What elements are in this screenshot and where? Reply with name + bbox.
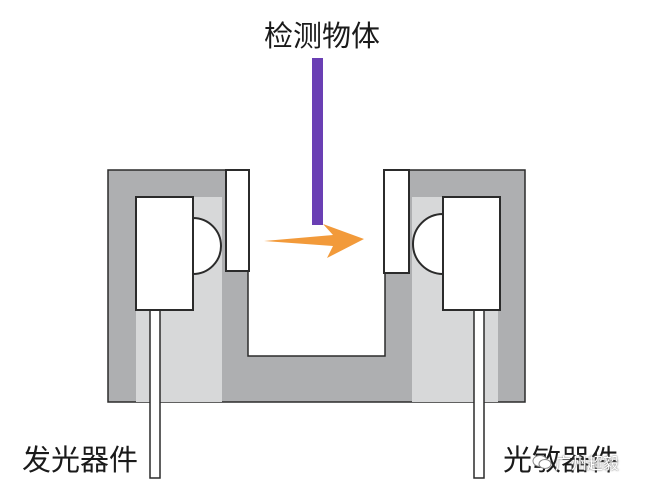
emitter-body <box>135 196 194 311</box>
emitter-label: 发光器件 <box>22 443 139 477</box>
receiver-label: 光敏器件 <box>503 443 620 477</box>
emitter-lead-left-fill <box>149 309 161 479</box>
receiver-lead-fill <box>473 309 485 479</box>
light-beam-arrow <box>264 224 364 258</box>
wechat-logo-icon <box>532 455 552 469</box>
detected-object-label: 检测物体 <box>264 19 381 53</box>
watermark: 广州超毅 <box>532 450 619 474</box>
detected-object-bar <box>312 58 323 225</box>
receiver-lens <box>412 212 444 276</box>
receiver-body <box>442 196 501 311</box>
emitter-lens <box>192 216 222 276</box>
receiver-window <box>383 169 410 274</box>
watermark-text: 广州超毅 <box>555 454 620 473</box>
emitter-window <box>225 169 250 272</box>
